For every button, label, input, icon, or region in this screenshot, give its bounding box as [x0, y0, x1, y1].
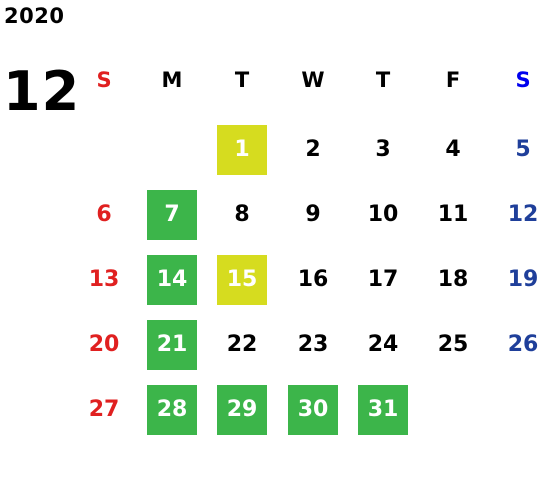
calendar-day-3[interactable]: 3 — [375, 137, 391, 162]
calendar-day-19[interactable]: 19 — [507, 267, 539, 292]
calendar-day-4[interactable]: 4 — [445, 137, 461, 162]
weekday-header-sat: S — [515, 68, 531, 92]
calendar-day-1[interactable]: 1 — [217, 125, 267, 175]
calendar-day-16[interactable]: 16 — [297, 267, 329, 292]
calendar-year: 2020 — [4, 4, 65, 28]
calendar-day-22[interactable]: 22 — [226, 332, 258, 357]
calendar-day-24[interactable]: 24 — [367, 332, 399, 357]
calendar-day-5[interactable]: 5 — [515, 137, 531, 162]
calendar-month: 12 — [3, 60, 81, 123]
calendar-day-29[interactable]: 29 — [217, 385, 267, 435]
calendar-day-26[interactable]: 26 — [507, 332, 539, 357]
calendar-day-28[interactable]: 28 — [147, 385, 197, 435]
calendar-day-31[interactable]: 31 — [358, 385, 408, 435]
calendar-day-27[interactable]: 27 — [88, 397, 120, 422]
calendar-day-18[interactable]: 18 — [437, 267, 469, 292]
calendar-day-6[interactable]: 6 — [96, 202, 112, 227]
calendar-day-9[interactable]: 9 — [305, 202, 321, 227]
calendar-day-15[interactable]: 15 — [217, 255, 267, 305]
calendar-day-14[interactable]: 14 — [147, 255, 197, 305]
calendar-day-8[interactable]: 8 — [234, 202, 250, 227]
calendar-day-21[interactable]: 21 — [147, 320, 197, 370]
weekday-header-tue: T — [234, 68, 250, 92]
calendar-day-25[interactable]: 25 — [437, 332, 469, 357]
calendar-day-17[interactable]: 17 — [367, 267, 399, 292]
calendar-day-11[interactable]: 11 — [437, 202, 469, 227]
calendar-day-2[interactable]: 2 — [305, 137, 321, 162]
weekday-header-mon: M — [161, 68, 183, 92]
calendar-day-20[interactable]: 20 — [88, 332, 120, 357]
calendar-day-30[interactable]: 30 — [288, 385, 338, 435]
weekday-header-wed: W — [301, 68, 325, 92]
calendar-day-7[interactable]: 7 — [147, 190, 197, 240]
calendar-day-23[interactable]: 23 — [297, 332, 329, 357]
weekday-header-sun: S — [96, 68, 112, 92]
calendar-day-13[interactable]: 13 — [88, 267, 120, 292]
calendar-day-10[interactable]: 10 — [367, 202, 399, 227]
weekday-header-fri: F — [445, 68, 461, 92]
weekday-header-thu: T — [375, 68, 391, 92]
calendar-day-12[interactable]: 12 — [507, 202, 539, 227]
